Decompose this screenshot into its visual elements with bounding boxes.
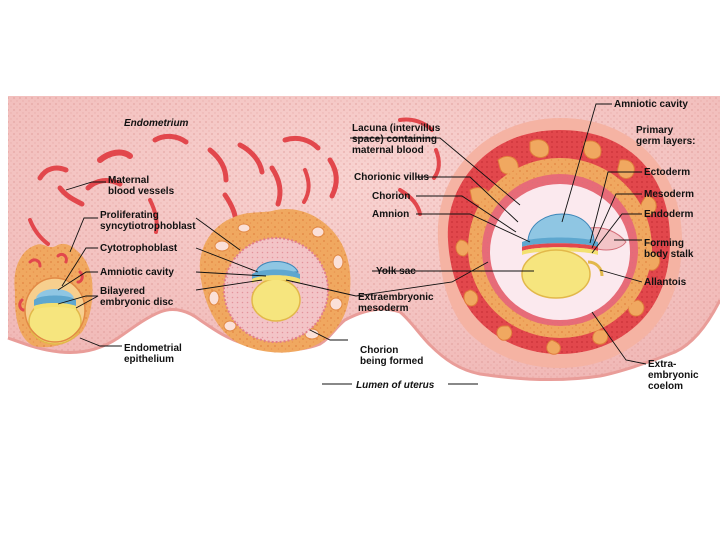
label-extraembryonic-coelom: Extra- embryonic coelom [648, 359, 701, 392]
maternal-blood-vessels [28, 117, 441, 246]
label-amniotic-cavity-left: Amniotic cavity [100, 267, 174, 278]
label-ectoderm: Ectoderm [644, 167, 690, 178]
label-mesoderm: Mesoderm [644, 189, 694, 200]
label-amnion: Amnion [372, 209, 409, 220]
label-extraembryonic-mesoderm: Extraembryonic mesoderm [358, 292, 436, 314]
middle-blastocyst [199, 208, 351, 353]
middle-amniotic-cavity [255, 261, 299, 273]
label-endometrium: Endometrium [124, 118, 189, 129]
label-yolk-sac: Yolk sac [376, 266, 416, 277]
label-endometrial-epithelium: Endometrial epithelium [124, 343, 185, 365]
right-amniotic-cavity [527, 213, 595, 241]
label-amniotic-cavity-right: Amniotic cavity [614, 99, 688, 110]
label-endoderm: Endoderm [644, 209, 694, 220]
endometrial-epithelium-edge [7, 299, 720, 382]
label-chorionic-villus: Chorionic villus [354, 172, 429, 183]
late-blastocyst [437, 118, 682, 368]
label-chorion: Chorion [372, 191, 410, 202]
label-forming-body-stalk: Forming body stalk [644, 238, 694, 260]
labels: Endometrium Maternal blood vessels Proli… [100, 99, 701, 392]
left-hypoblast [34, 303, 76, 310]
label-lumen-of-uterus: Lumen of uterus [356, 380, 435, 391]
right-yolk-sac [521, 249, 591, 299]
label-allantois: Allantois [644, 277, 687, 288]
label-proliferating-syncytiotrophoblast: Proliferating syncytiotrophoblast [100, 210, 196, 232]
label-cytotrophoblast: Cytotrophoblast [100, 243, 178, 254]
middle-hypoblast [252, 275, 300, 283]
left-amniotic-cavity [36, 289, 74, 298]
label-chorion-being-formed: Chorion being formed [360, 345, 423, 367]
leader-lines [57, 103, 647, 385]
middle-lacunae [208, 223, 344, 340]
label-bilayered-embryonic-disc: Bilayered embryonic disc [100, 286, 174, 308]
middle-yolk-sac [251, 278, 301, 322]
label-primary-germ-layers: Primary germ layers: [636, 125, 695, 147]
early-blastocyst [14, 243, 93, 348]
middle-epiblast [252, 269, 300, 279]
left-epiblast [34, 295, 76, 306]
right-allantois [587, 260, 604, 277]
label-lacuna: Lacuna (intervillus space) containing ma… [352, 123, 443, 156]
left-blood-lacunae [18, 252, 84, 312]
right-ectoderm [522, 237, 598, 247]
label-maternal-blood-vessels: Maternal blood vessels [108, 175, 175, 197]
right-mesoderm [522, 243, 598, 251]
